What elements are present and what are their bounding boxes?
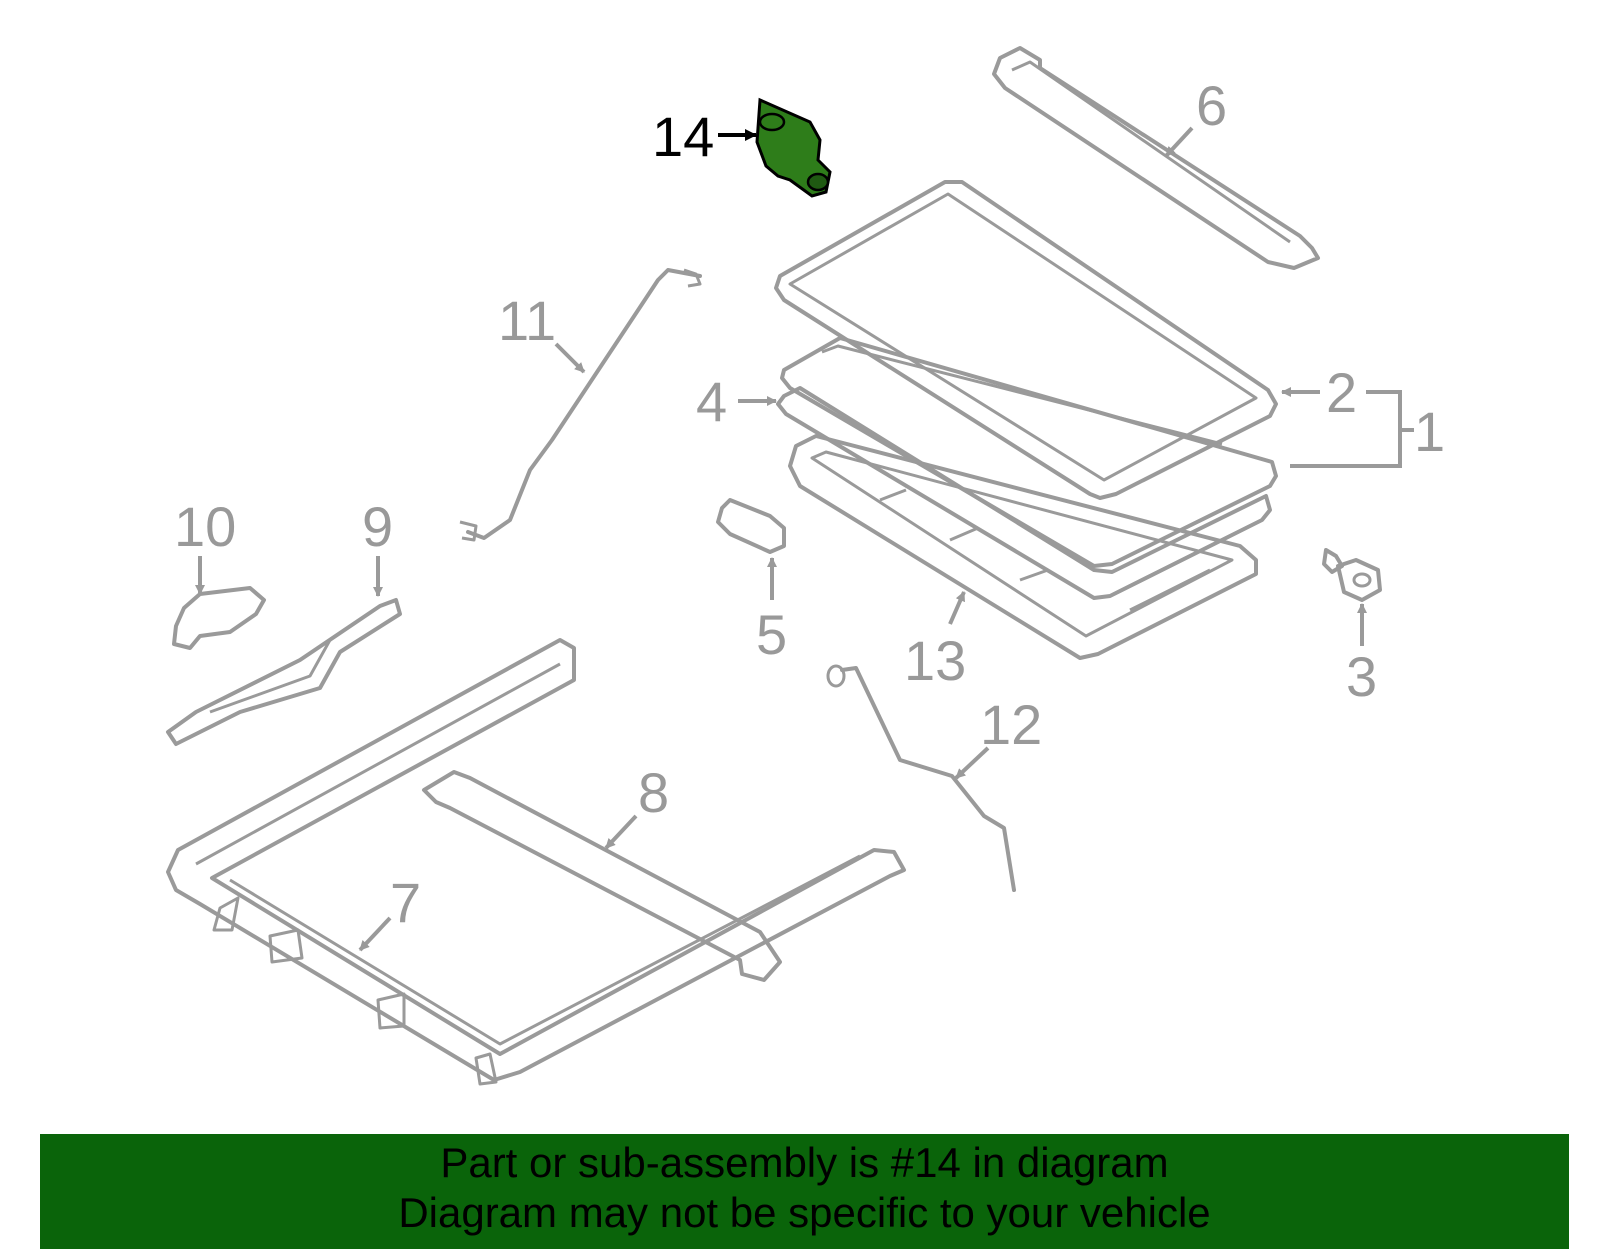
leader-6 — [1164, 126, 1194, 158]
callout-12: 12 — [980, 693, 1042, 756]
part-10-bracket[interactable] — [172, 586, 266, 650]
info-banner: Part or sub-assembly is #14 in diagram D… — [40, 1134, 1569, 1249]
callout-7: 7 — [390, 871, 421, 934]
part-4-seal[interactable] — [776, 386, 1272, 600]
callout-13: 13 — [904, 629, 966, 692]
callout-3: 3 — [1346, 645, 1377, 708]
leader-11 — [554, 342, 586, 374]
part-13-frame[interactable] — [788, 434, 1258, 660]
part-5-stop[interactable] — [716, 498, 786, 554]
callout-4: 4 — [696, 370, 727, 433]
callout-9: 9 — [362, 495, 393, 558]
leader-7 — [358, 916, 392, 952]
part-3-bolt[interactable] — [1322, 548, 1382, 602]
callout-5: 5 — [756, 603, 787, 666]
callout-2: 2 — [1326, 361, 1357, 424]
part-12-drain-tube[interactable] — [826, 664, 1016, 892]
part-14-motor[interactable] — [755, 97, 832, 198]
part-7-frame[interactable] — [166, 638, 906, 1086]
part-11-drain-tube[interactable] — [459, 268, 702, 542]
leader-13 — [948, 591, 966, 625]
part-1-panel-frame[interactable] — [780, 336, 1278, 568]
leader-8 — [604, 814, 638, 850]
part-8-cross-member[interactable] — [422, 770, 782, 982]
callout-8: 8 — [638, 761, 669, 824]
callout-6: 6 — [1196, 74, 1227, 137]
callout-10: 10 — [174, 495, 236, 558]
part-6-deflector[interactable] — [992, 46, 1320, 270]
banner-line-1: Part or sub-assembly is #14 in diagram — [440, 1139, 1169, 1186]
leader-12 — [954, 746, 990, 780]
banner-line-2: Diagram may not be specific to your vehi… — [398, 1189, 1211, 1236]
callout-14: 14 — [652, 105, 714, 168]
part-2-glass[interactable] — [774, 180, 1278, 500]
callout-1: 1 — [1414, 400, 1445, 463]
part-9-link-arm[interactable] — [166, 598, 402, 746]
callout-11: 11 — [498, 289, 556, 352]
